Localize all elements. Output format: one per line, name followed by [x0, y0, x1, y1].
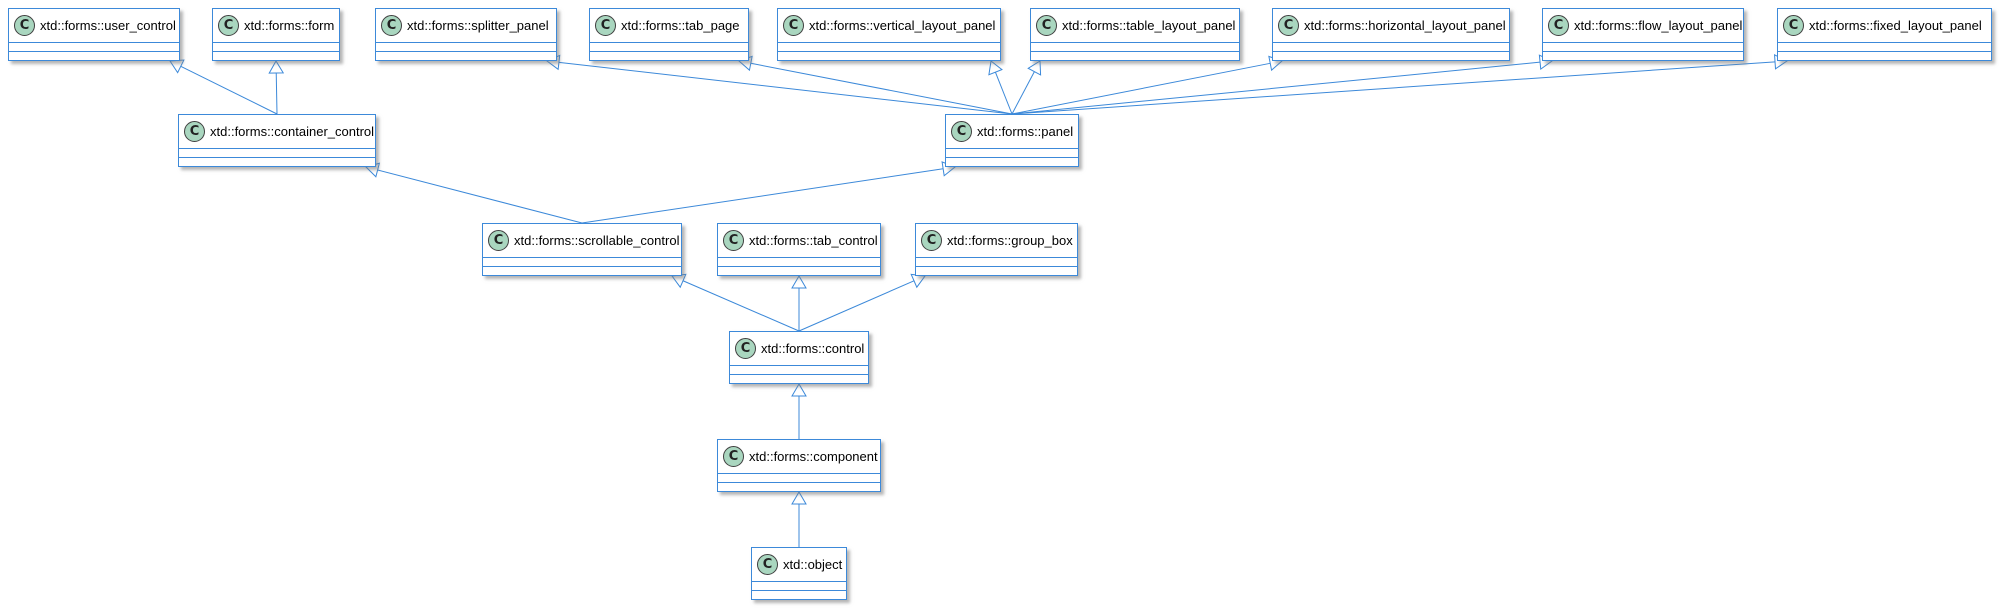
inheritance-edge	[1011, 61, 1776, 115]
class-icon: C	[1783, 15, 1804, 36]
class-icon: C	[951, 121, 972, 142]
inheritance-edge	[581, 168, 944, 224]
inheritance-arrowhead	[791, 275, 807, 289]
class-name: xtd::object	[783, 557, 843, 572]
class-icon: C	[921, 230, 942, 251]
class-name: xtd::forms::user_control	[40, 18, 176, 33]
class-name: xtd::forms::tab_page	[621, 18, 740, 33]
class-icon: C	[723, 230, 744, 251]
class-icon: C	[488, 230, 509, 251]
class-icon: C	[381, 15, 402, 36]
class-name: xtd::forms::tab_control	[749, 233, 878, 248]
inheritance-edge	[180, 65, 278, 115]
inheritance-edge	[798, 280, 915, 332]
class-icon: C	[14, 15, 35, 36]
class-name: xtd::forms::control	[761, 341, 865, 356]
inheritance-edge	[558, 61, 1013, 115]
inheritance-edge	[682, 280, 800, 332]
class-icon: C	[735, 338, 756, 359]
inheritance-edge	[750, 62, 1013, 115]
class-name: xtd::forms::form	[244, 18, 335, 33]
inheritance-edge	[275, 72, 278, 115]
inheritance-arrowhead	[1027, 60, 1042, 76]
class-name: xtd::forms::vertical_layout_panel	[809, 18, 996, 33]
class-name: xtd::forms::horizontal_layout_panel	[1304, 18, 1506, 33]
inheritance-arrowhead	[791, 491, 807, 505]
class-icon: C	[1036, 15, 1057, 36]
class-name: xtd::forms::flow_layout_panel	[1574, 18, 1743, 33]
inheritance-edge	[994, 71, 1013, 115]
class-name: xtd::forms::container_control	[210, 124, 375, 139]
class-icon: C	[184, 121, 205, 142]
inheritance-edge	[1011, 61, 1541, 115]
inheritance-edge	[377, 169, 583, 224]
class-name: xtd::forms::splitter_panel	[407, 18, 549, 33]
class-icon: C	[595, 15, 616, 36]
class-icon: C	[1548, 15, 1569, 36]
class-name: xtd::forms::panel	[977, 124, 1074, 139]
class-icon: C	[218, 15, 239, 36]
class-name: xtd::forms::table_layout_panel	[1062, 18, 1236, 33]
inheritance-edge	[1011, 71, 1035, 115]
inheritance-arrowhead	[791, 383, 807, 397]
class-name: xtd::forms::group_box	[947, 233, 1073, 248]
class-name: xtd::forms::fixed_layout_panel	[1809, 18, 1982, 33]
inheritance-arrowhead	[988, 60, 1003, 76]
class-icon: C	[723, 446, 744, 467]
class-icon: C	[1278, 15, 1299, 36]
class-name: xtd::forms::scrollable_control	[514, 233, 680, 248]
inheritance-edge	[1011, 62, 1271, 115]
inheritance-arrowhead	[268, 60, 285, 74]
class-name: xtd::forms::component	[749, 449, 878, 464]
class-icon: C	[757, 554, 778, 575]
class-icon: C	[783, 15, 804, 36]
